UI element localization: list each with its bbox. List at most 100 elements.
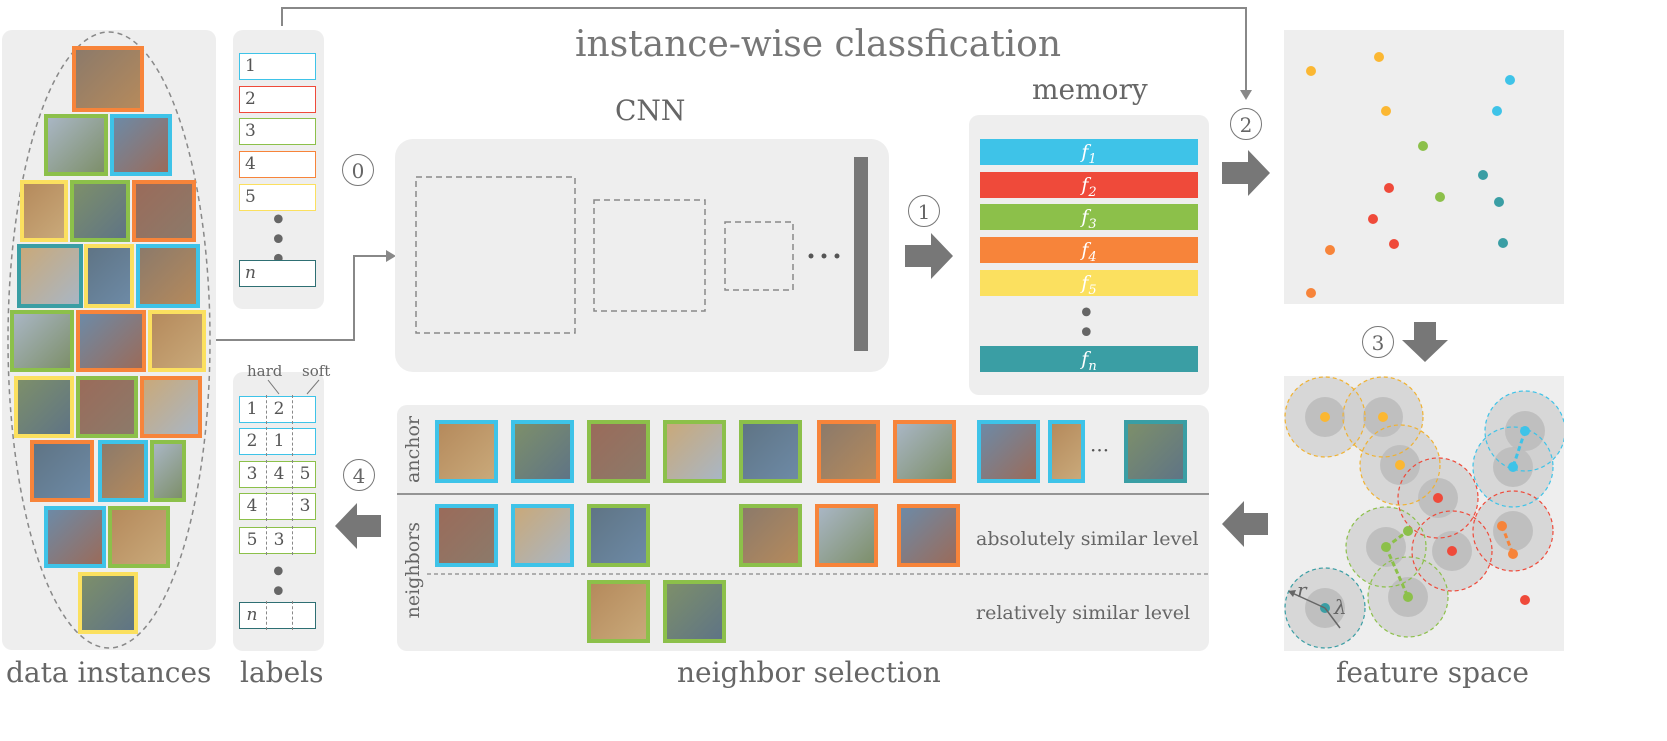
data-instances-ellipse — [7, 31, 211, 649]
hard-soft-index: 5 — [246, 530, 258, 550]
photo-thumbnail — [511, 420, 574, 483]
feature-point — [1435, 192, 1445, 202]
neighborhood-diagram — [1284, 376, 1564, 649]
feature-point — [1368, 214, 1378, 224]
photo-thumbnail — [897, 504, 960, 567]
memory-subscript: n — [1088, 358, 1097, 374]
hard-neighbor: 2 — [273, 399, 285, 419]
hard-soft-index: 1 — [246, 399, 258, 419]
memory-subscript: 3 — [1088, 216, 1097, 232]
hard-neighbor: 4 — [273, 464, 285, 484]
step-3-marker: 3 — [1362, 326, 1394, 358]
photo-thumbnail — [587, 504, 650, 567]
photo-thumbnail — [136, 244, 200, 308]
photo-thumbnail — [76, 310, 146, 372]
memory-row: fn — [980, 346, 1198, 374]
feature-point — [1498, 238, 1508, 248]
photo-thumbnail — [977, 420, 1040, 483]
photo-thumbnail — [44, 114, 108, 176]
memory-label: memory — [1032, 73, 1148, 106]
hard-soft-index: 2 — [246, 431, 258, 451]
photo-thumbnail — [44, 506, 106, 568]
photo-thumbnail — [140, 376, 202, 438]
arrow-cnn-to-memory — [905, 233, 953, 279]
photo-thumbnail — [1124, 420, 1187, 483]
photo-thumbnail — [30, 440, 94, 502]
soft-neighbor: 3 — [299, 496, 311, 516]
feature-point — [1381, 106, 1391, 116]
lambda-symbol: λ — [1334, 595, 1347, 619]
photo-thumbnail — [893, 420, 956, 483]
hard-soft-entry: n — [239, 601, 316, 630]
photo-thumbnail — [663, 420, 726, 483]
photo-thumbnail — [76, 376, 138, 438]
memory-symbol: f — [1081, 174, 1089, 196]
step-1-marker: 1 — [908, 195, 940, 227]
photo-thumbnail — [663, 580, 726, 643]
arrow-memory-to-feature — [1222, 150, 1270, 196]
photo-thumbnail — [10, 310, 74, 372]
memory-subscript: 2 — [1088, 184, 1097, 200]
photo-thumbnail — [739, 504, 802, 567]
soft-neighbor: 5 — [299, 464, 311, 484]
anchor-ellipsis: ··· — [1090, 438, 1110, 462]
arrow-feature-down — [1402, 322, 1448, 362]
photo-thumbnail — [1048, 420, 1085, 483]
column-divider — [266, 395, 267, 424]
column-divider — [292, 492, 293, 521]
column-divider — [266, 460, 267, 489]
hard-neighbor: 1 — [273, 431, 285, 451]
hard-soft-pointers — [267, 379, 320, 395]
column-divider — [292, 526, 293, 555]
photo-thumbnail — [817, 420, 880, 483]
label-entry: 5 — [239, 184, 316, 211]
caption-neighbor-selection: neighbor selection — [677, 656, 941, 689]
radius-symbol: r — [1297, 578, 1307, 602]
column-divider — [292, 395, 293, 424]
diagram-title: instance-wise classfication — [575, 24, 1062, 65]
step-2-marker: 2 — [1230, 108, 1262, 140]
feature-point — [1306, 66, 1316, 76]
photo-thumbnail — [78, 572, 138, 634]
hard-label: hard — [247, 362, 283, 380]
photo-thumbnail — [20, 180, 68, 242]
column-divider — [292, 427, 293, 456]
column-divider — [266, 492, 267, 521]
memory-symbol: f — [1081, 239, 1089, 261]
memory-subscript: 4 — [1088, 249, 1097, 265]
label-entry: n — [239, 260, 316, 287]
photo-thumbnail — [435, 504, 498, 567]
memory-symbol: f — [1081, 348, 1089, 370]
feature-point — [1418, 141, 1428, 151]
photo-thumbnail — [14, 376, 74, 438]
cnn-layers — [415, 157, 868, 351]
memory-symbol: f — [1081, 272, 1089, 294]
feature-point — [1325, 245, 1335, 255]
caption-feature-space: feature space — [1336, 656, 1530, 689]
column-divider — [292, 601, 293, 630]
arrow-feature-to-neighbors — [1222, 501, 1268, 547]
step-0-marker: 0 — [342, 154, 374, 186]
caption-labels: labels — [240, 656, 324, 689]
memory-row: f4 — [980, 237, 1198, 265]
photo-thumbnail — [148, 310, 206, 372]
memory-subscript: 5 — [1088, 282, 1097, 298]
memory-symbol: f — [1081, 141, 1089, 163]
memory-row: f1 — [980, 139, 1198, 167]
neighbors-row-label: neighbors — [402, 522, 424, 619]
photo-thumbnail — [435, 420, 498, 483]
photo-thumbnail — [739, 420, 802, 483]
label-entry: 4 — [239, 151, 316, 178]
label-entry: 2 — [239, 86, 316, 113]
label-entry: 3 — [239, 118, 316, 145]
feature-point — [1505, 75, 1515, 85]
cnn-label: CNN — [615, 94, 686, 127]
relative-level-label: relatively similar level — [976, 602, 1191, 624]
hard-soft-index: 3 — [246, 464, 258, 484]
